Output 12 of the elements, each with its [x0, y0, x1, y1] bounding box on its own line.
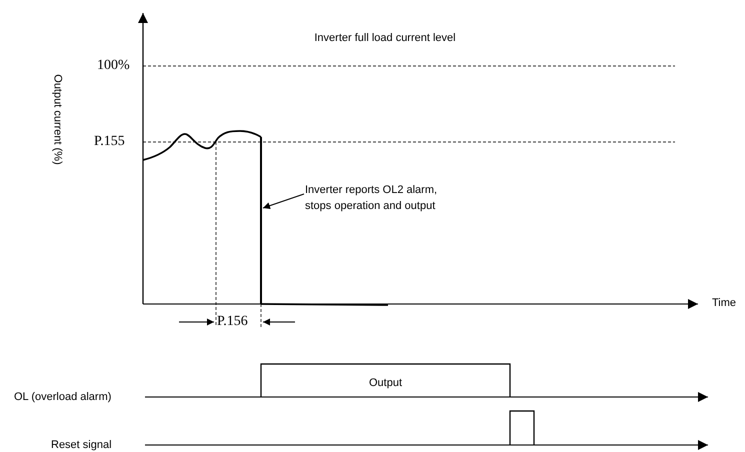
- current-drop-line: [260, 137, 262, 304]
- annotation-text: Inverter full load current level: [313, 32, 457, 45]
- axis-tick-label: P.155: [94, 134, 125, 150]
- axis-tick-label: 100%: [97, 58, 130, 74]
- signal-name: Reset signal: [51, 439, 112, 452]
- axis-title: Time: [712, 297, 736, 310]
- dimension-label: P.156: [217, 314, 248, 330]
- leader-line: [262, 194, 304, 210]
- axis-title: Output current (%): [50, 74, 64, 165]
- signal-label: Output: [369, 377, 402, 390]
- callout-text: Inverter reports OL2 alarm, stops operation and output: [305, 182, 465, 214]
- signal-name: OL (overload alarm): [14, 391, 112, 404]
